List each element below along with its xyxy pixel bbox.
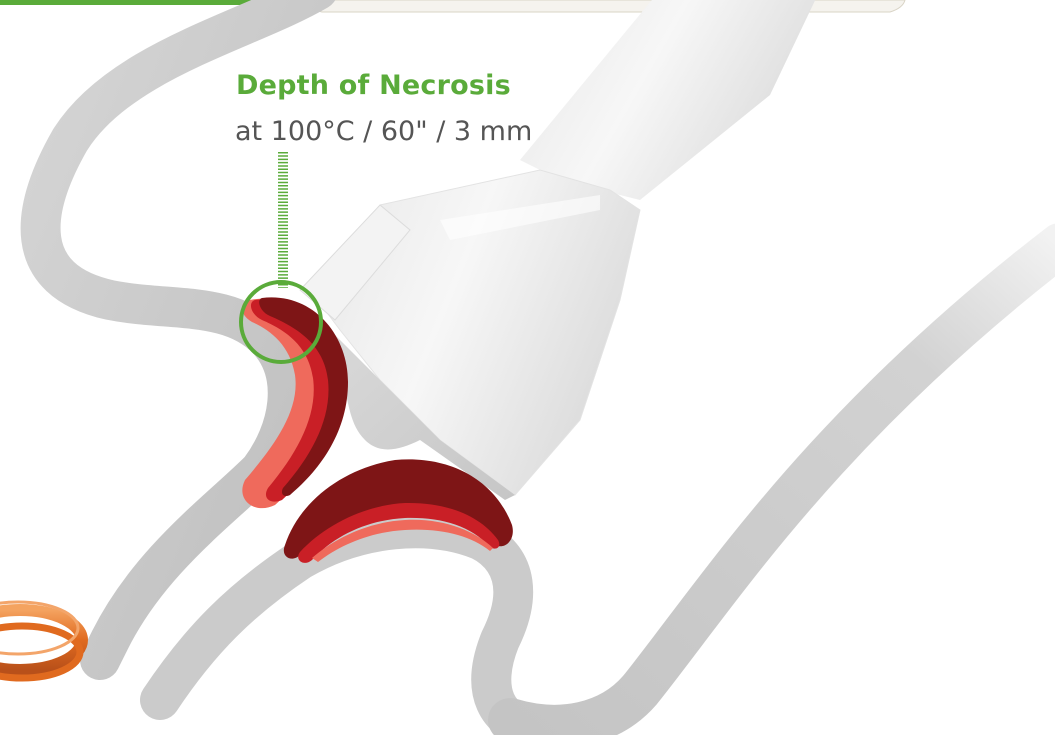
diagram-subtitle: at 100°C / 60" / 3 mm xyxy=(235,116,532,147)
tissue-outline-lower xyxy=(160,528,540,730)
cable-coil xyxy=(0,602,82,678)
diagram-title: Depth of Necrosis xyxy=(236,70,511,101)
